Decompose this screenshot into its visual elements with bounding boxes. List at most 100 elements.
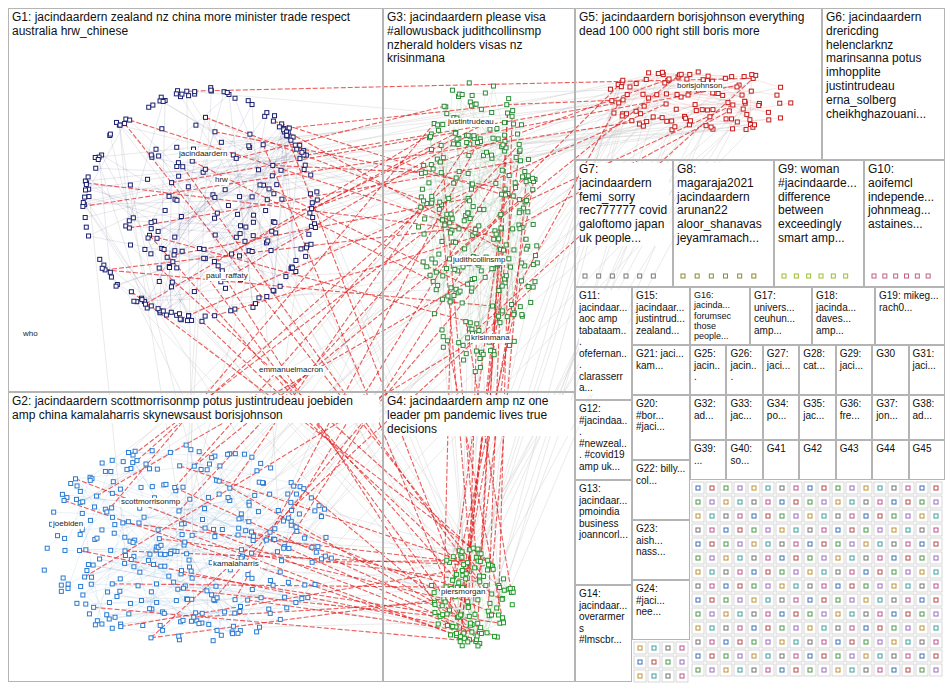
vertex-label: piersmorgan (440, 588, 486, 597)
group-heading: G28: cat... (803, 348, 831, 371)
group-heading: G29: jaci... (840, 348, 868, 371)
group-panel: G16: jacinda... forumsec those people... (690, 287, 750, 345)
group-heading: G4: jacindaardern amp nz one leader pm p… (387, 395, 571, 436)
group-panel: G27: jaci... (763, 345, 799, 395)
group-panel: G21: jaci... kam... (632, 345, 690, 395)
vertex-label: krisinmana (470, 334, 511, 343)
group-panel: G31: jaci... (909, 345, 945, 395)
group-panel: G28: cat... (799, 345, 835, 395)
group-panel: G6: jacindaardern drericding helenclarkn… (822, 8, 945, 160)
group-panel: G15: jacindaar... justintrud... zealand.… (632, 287, 690, 345)
group-heading: G15: jacindaar... justintrud... zealand.… (636, 290, 686, 336)
group-heading: G40: so... (730, 443, 758, 466)
group-heading: G24: #jaci... nee... (636, 583, 686, 618)
group-heading: G6: jacindaardern drericding helenclarkn… (826, 11, 941, 121)
group-heading: G45 (913, 443, 941, 455)
group-heading: G39: ... (694, 443, 722, 466)
group-heading: G19: mikeg... rach0... (879, 290, 941, 313)
group-heading: G33: jac... (730, 398, 758, 421)
group-heading: G7: jacindaardern femi_sorry rec777777 c… (579, 163, 669, 246)
vertex-label: justintrudeau (447, 118, 495, 127)
group-panel: G9: woman #jacindaarde... difference bet… (774, 160, 864, 287)
group-panel: G32: ad... (690, 395, 726, 440)
vertex-label: scottmorrisonmp (120, 498, 181, 507)
group-heading: G37: jon... (876, 398, 904, 421)
group-heading: G26: jacin... (730, 348, 758, 383)
vertex-label: paul_raffaty (205, 272, 249, 281)
group-panel: G4: jacindaardern amp nz one leader pm p… (383, 392, 575, 682)
group-heading: G17: univers... ceuhun... amp... (754, 290, 808, 336)
group-heading: G12: #jacindaa... #newzeal... #covid19 a… (579, 403, 628, 472)
group-heading: G43 (840, 443, 868, 455)
group-heading: G3: jacindaardern please visa #allowusba… (387, 11, 571, 66)
group-panel: G17: univers... ceuhun... amp... (750, 287, 812, 345)
group-panel: G25: jacin... (690, 345, 726, 395)
group-panel: G43 (836, 440, 872, 480)
group-panel: G2: jacindaardern scottmorrisonmp potus … (8, 392, 383, 682)
group-heading: G1: jacindaardern zealand nz china more … (12, 11, 379, 39)
vertex-label: who (22, 330, 39, 339)
group-heading: G36: fre... (840, 398, 868, 421)
group-panel: G23: aish... nass... (632, 520, 690, 580)
group-panel: G11: jacindaar... aoc amp tabataam... of… (575, 287, 632, 400)
group-heading: G30 (876, 348, 904, 360)
group-panel: G44 (872, 440, 908, 480)
group-heading: G42 (803, 443, 831, 455)
group-heading: G9: woman #jacindaarde... difference bet… (778, 163, 860, 246)
group-heading: G5: jacindaardern borisjohnson everythin… (579, 11, 818, 39)
group-panel: G40: so... (726, 440, 762, 480)
group-panel: G37: jon... (872, 395, 908, 440)
vertex-label: hrw (214, 176, 229, 185)
vertex-label: judithcollinsmp (452, 256, 506, 265)
group-panel: G38: ad... (909, 395, 945, 440)
tiny-group-tiles (634, 482, 942, 682)
group-heading: G22: billy... col... (636, 463, 686, 486)
group-heading: G14: jacindaar... overarmers #lmscbr... (579, 588, 628, 646)
group-panel: G33: jac... (726, 395, 762, 440)
group-heading: G44 (876, 443, 904, 455)
group-heading: G21: jaci... kam... (636, 348, 686, 371)
group-panel: G34: po... (763, 395, 799, 440)
group-heading: G13: jacindaar... pmoindia business joan… (579, 483, 628, 541)
group-panel: G18: jacinda... daves... amp... (812, 287, 875, 345)
group-panel: G26: jacin... (726, 345, 762, 395)
group-heading: G34: po... (767, 398, 795, 421)
group-heading: G11: jacindaar... aoc amp tabataam... of… (579, 290, 628, 394)
group-panel: G10: aoifemcl independe... johnmeag... a… (864, 160, 945, 287)
group-panel: G8: magaraja2021 jacindaardern arunan22 … (673, 160, 774, 287)
group-panel: G13: jacindaar... pmoindia business joan… (575, 480, 632, 585)
red-edge-bundles (64, 75, 753, 646)
vertex-label: jacindaardern (178, 150, 228, 159)
group-heading: G27: jaci... (767, 348, 795, 371)
group-heading: G2: jacindaardern scottmorrisonmp potus … (12, 395, 379, 423)
group-panel: G39: ... (690, 440, 726, 480)
group-panel: G14: jacindaar... overarmers #lmscbr... (575, 585, 632, 682)
group-heading: G23: aish... nass... (636, 523, 686, 558)
vertex-label: kamalaharris (212, 560, 260, 569)
vertex-label: emmanuelmacron (258, 366, 324, 375)
group-panel: G36: fre... (836, 395, 872, 440)
group-panel: G41 (763, 440, 799, 480)
group-panel: G1: jacindaardern zealand nz china more … (8, 8, 383, 392)
vertex-label: borisjohnson (676, 82, 723, 91)
group-panel: G7: jacindaardern femi_sorry rec777777 c… (575, 160, 673, 287)
group-panel: G19: mikeg... rach0... (875, 287, 945, 345)
group-panel: G12: #jacindaa... #newzeal... #covid19 a… (575, 400, 632, 480)
group-heading: G8: magaraja2021 jacindaardern arunan22 … (677, 163, 770, 246)
background-edges (47, 72, 791, 646)
group-heading: G18: jacinda... daves... amp... (816, 290, 871, 336)
group-heading: G10: aoifemcl independe... johnmeag... a… (868, 163, 941, 232)
group-heading: G20: #bor... #jaci... (636, 398, 686, 433)
group-heading: G38: ad... (913, 398, 941, 421)
group-panel: G45 (909, 440, 945, 480)
group-panel: G29: jaci... (836, 345, 872, 395)
group-heading: G35: jac... (803, 398, 831, 421)
group-heading: G31: jaci... (913, 348, 941, 371)
group-heading: G16: jacinda... forumsec those people... (694, 290, 746, 342)
group-heading: G32: ad... (694, 398, 722, 421)
group-panel: G42 (799, 440, 835, 480)
group-panel: G30 (872, 345, 908, 395)
group-panel: G20: #bor... #jaci... (632, 395, 690, 460)
vertex-label: joebiden (52, 520, 84, 529)
